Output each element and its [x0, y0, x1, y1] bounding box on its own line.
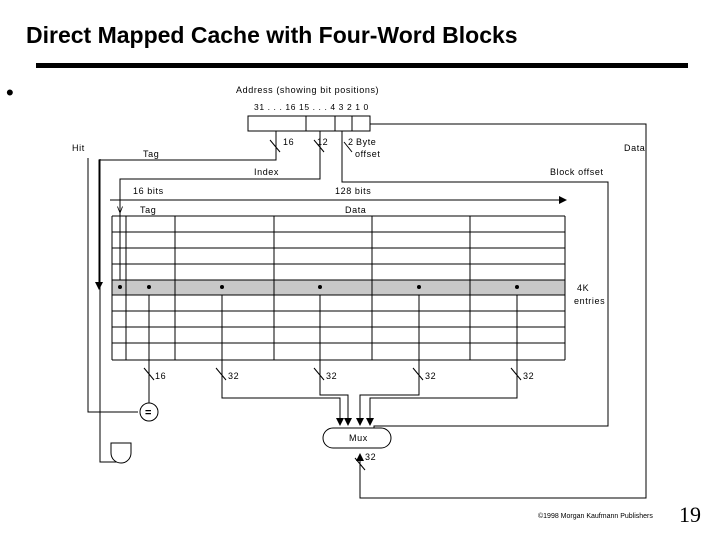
tag-label: Tag: [143, 149, 159, 159]
title-rule: [36, 63, 688, 68]
entries-label-1: 4K: [577, 283, 589, 293]
entries-label-2: entries: [574, 296, 605, 306]
cache-table: [111, 215, 566, 361]
mux: [322, 427, 392, 449]
address-caption: Address (showing bit positions): [236, 85, 379, 95]
wires: [87, 123, 647, 499]
word-width-label-4: 32: [523, 371, 534, 381]
byte-offset-label-1: Byte: [356, 137, 376, 147]
data-column-label: Data: [345, 205, 366, 215]
hit-wire-a: [87, 158, 138, 413]
tap-dot: [118, 285, 122, 289]
valid-column-label: V: [117, 205, 124, 215]
tap-dot: [417, 285, 421, 289]
word-bus-2: [319, 386, 352, 426]
bit-positions: 31 . . . 16 15 . . . 4 3 2 1 0: [254, 102, 369, 112]
tap-dot: [220, 285, 224, 289]
hit-wire-b: [99, 159, 120, 463]
mux-out-width: 32: [365, 452, 376, 462]
word-width-label-2: 32: [326, 371, 337, 381]
word-slash-4: [510, 367, 522, 381]
index-width-slash: [313, 139, 325, 153]
word-width-label-3: 32: [425, 371, 436, 381]
word-slash-3: [412, 367, 424, 381]
and-gate: [110, 442, 132, 464]
slide-title: Direct Mapped Cache with Four-Word Block…: [26, 22, 518, 48]
tag-width-slash: [269, 139, 281, 153]
comparator-symbol: =: [145, 407, 151, 419]
cache-grid: [111, 215, 566, 361]
data-bits-label: 128 bits: [335, 186, 371, 196]
byte-width-slash: [343, 141, 353, 153]
index-field-width: 12: [317, 137, 328, 147]
byte-offset-label-2: offset: [355, 149, 380, 159]
word-width-label-1: 32: [228, 371, 239, 381]
mux-out-slash: [354, 457, 366, 471]
data-output-label: Data: [624, 143, 645, 153]
word-slash-1: [215, 367, 227, 381]
word-slash-2: [313, 367, 325, 381]
word-bus-3: [356, 386, 420, 426]
tap-dot: [147, 285, 151, 289]
tap-dots: [118, 285, 519, 289]
block-offset-wire: [341, 131, 609, 432]
tag-width-label: 16: [155, 371, 166, 381]
tap-dot: [318, 285, 322, 289]
word-bus-4: [366, 386, 518, 426]
index-wire: [116, 131, 321, 290]
data-output-wire: [356, 123, 647, 499]
tag-width-slash-2: [143, 367, 155, 381]
page-number: 19: [679, 502, 701, 527]
comparator: [139, 402, 159, 422]
tap-dot: [515, 285, 519, 289]
tag-field-width: 16: [283, 137, 294, 147]
byte-offset-width: 2: [348, 137, 354, 147]
footer-credit: ©1998 Morgan Kaufmann Publishers: [538, 513, 653, 520]
hit-label: Hit: [72, 143, 85, 153]
index-label: Index: [254, 167, 279, 177]
mux-label: Mux: [349, 433, 368, 443]
address-register: [247, 115, 371, 132]
tag-column-label: Tag: [140, 205, 156, 215]
block-offset-label: Block offset: [550, 167, 604, 177]
bullet-dot: •: [6, 80, 14, 105]
word-bus-1: [221, 386, 344, 426]
tag-bits-label: 16 bits: [133, 186, 164, 196]
tag-wire: [95, 131, 277, 290]
selected-row-highlight: [112, 280, 565, 295]
